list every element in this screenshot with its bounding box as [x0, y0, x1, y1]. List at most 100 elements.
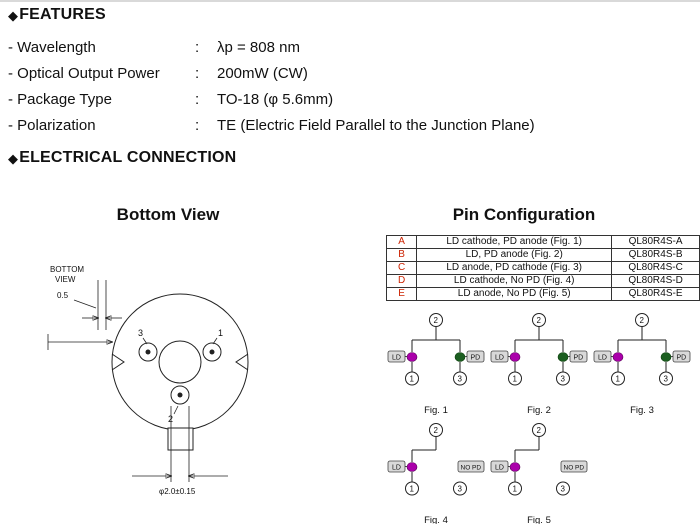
pin-configuration-table: A LD cathode, PD anode (Fig. 1) QL80R4S-… — [385, 235, 700, 301]
feature-label: - Polarization — [8, 117, 96, 134]
pin-configuration-title: Pin Configuration — [452, 205, 596, 224]
no-pd-box-label: NO PD — [461, 465, 482, 472]
figure-caption: Fig. 5 — [527, 515, 551, 524]
laser-diode-symbol — [509, 462, 521, 472]
fig-top-pin-label: 2 — [434, 316, 439, 325]
pin-option-description: LD cathode, No PD (Fig. 4) — [416, 274, 613, 288]
no-pd-box-label: NO PD — [564, 465, 585, 472]
left-extension-line — [47, 334, 112, 350]
feature-label: - Wavelength — [8, 39, 96, 56]
fig-top-pin-label: 2 — [434, 426, 439, 435]
pin-1-label: 1 — [218, 328, 223, 338]
fig-left-pin-label: 1 — [513, 375, 518, 384]
pin-option-part-number: QL80R4S-D — [611, 274, 700, 288]
fig1-circuit: 2 1 3 LD PD — [387, 313, 485, 386]
pd-box-label: PD — [471, 355, 481, 362]
feature-row-package-type: - Package Type : TO-18 (φ 5.6mm) — [8, 91, 333, 108]
fig-left-pin-label: 1 — [513, 485, 518, 494]
fig-right-pin-label: 3 — [458, 375, 463, 384]
fig-left-pin-label: 1 — [410, 375, 415, 384]
ld-box-label: LD — [495, 355, 504, 362]
features-title: FEATURES — [19, 6, 106, 23]
fig-right-pin-label: 3 — [664, 375, 669, 384]
pd-box-label: PD — [677, 355, 687, 362]
ld-box-label: LD — [392, 465, 401, 472]
fig-top-pin-label: 2 — [640, 316, 645, 325]
laser-diode-symbol — [612, 352, 624, 362]
ld-box-label: LD — [392, 355, 401, 362]
dim-0-5-label: 0.5 — [57, 291, 69, 300]
feature-colon: : — [195, 39, 200, 56]
fig3-circuit: 2 1 3 LD PD — [593, 313, 691, 386]
electrical-connection-title: ELECTRICAL CONNECTION — [19, 149, 237, 166]
pin-option-part-number: QL80R4S-A — [611, 235, 700, 249]
table-row: A LD cathode, PD anode (Fig. 1) QL80R4S-… — [385, 235, 700, 249]
figure-caption: Fig. 4 — [424, 515, 448, 524]
fig4-circuit: 2 1 3 LD NO PD — [387, 423, 485, 496]
laser-diode-symbol — [406, 462, 418, 472]
feature-label: - Package Type — [8, 91, 112, 108]
pin-option-part-number: QL80R4S-C — [611, 261, 700, 275]
package-outline — [111, 293, 249, 451]
feature-row-output-power: - Optical Output Power : 200mW (CW) — [8, 65, 308, 82]
fig5-circuit: 2 1 3 LD NO PD — [490, 423, 588, 496]
pin-option-description: LD anode, PD cathode (Fig. 3) — [416, 261, 613, 275]
diamond-icon: ◆ — [8, 7, 19, 23]
pd-box-label: PD — [574, 355, 584, 362]
bottom-view-title: Bottom View — [116, 205, 220, 224]
table-row: C LD anode, PD cathode (Fig. 3) QL80R4S-… — [385, 261, 700, 275]
feature-value: TO-18 (φ 5.6mm) — [217, 91, 334, 108]
pin-option-key: E — [385, 287, 418, 301]
fig-top-pin-label: 2 — [537, 426, 542, 435]
ld-box-label: LD — [598, 355, 607, 362]
figure-5: 2 1 3 LD NO PD Fig. 5 — [489, 420, 589, 524]
pin-2-label: 2 — [168, 414, 173, 424]
dim-0-5: 0.5 — [57, 280, 122, 330]
table-row: E LD anode, No PD (Fig. 5) QL80R4S-E — [385, 287, 700, 301]
figure-4: 2 1 3 LD NO PD Fig. 4 — [386, 420, 486, 524]
pin-option-key: A — [385, 235, 418, 249]
figure-caption: Fig. 3 — [630, 405, 654, 416]
svg-text:VIEW: VIEW — [55, 275, 76, 284]
feature-row-polarization: - Polarization : TE (Electric Field Para… — [8, 117, 535, 134]
feature-colon: : — [195, 65, 200, 82]
photodiode-symbol — [454, 352, 466, 362]
svg-text:BOTTOM: BOTTOM — [50, 265, 84, 274]
fig-top-pin-label: 2 — [537, 316, 542, 325]
pin-2: 2 — [168, 385, 190, 424]
dim-diameter-label: φ2.0±0.15 — [159, 487, 196, 496]
ld-box-label: LD — [495, 465, 504, 472]
pin-option-description: LD cathode, PD anode (Fig. 1) — [416, 235, 613, 249]
figure-3: 2 1 3 LD PD Fig. 3 — [592, 310, 692, 416]
fig-left-pin-label: 1 — [616, 375, 621, 384]
fig-left-pin-label: 1 — [410, 485, 415, 494]
bottom-view-drawing: BOTTOM VIEW 0.5 — [47, 265, 249, 496]
features-heading: ◆ FEATURES — [8, 6, 106, 24]
pin-1: 1 — [202, 328, 223, 362]
fig-right-pin-label: 3 — [561, 485, 566, 494]
fig-right-pin-label: 3 — [458, 485, 463, 494]
pin-option-key: C — [385, 261, 418, 275]
laser-diode-symbol — [509, 352, 521, 362]
bottom-view-corner-label: BOTTOM VIEW — [50, 265, 84, 284]
pin-3-label: 3 — [138, 328, 143, 338]
dim-diameter: φ2.0±0.15 — [132, 406, 228, 496]
pin-option-part-number: QL80R4S-B — [611, 248, 700, 262]
pin-option-description: LD, PD anode (Fig. 2) — [416, 248, 613, 262]
figure-caption: Fig. 2 — [527, 405, 551, 416]
figure-2: 2 1 3 LD PD Fig. 2 — [489, 310, 589, 416]
diamond-icon: ◆ — [8, 150, 19, 166]
pin-option-part-number: QL80R4S-E — [611, 287, 700, 301]
photodiode-symbol — [660, 352, 672, 362]
pin-option-key: B — [385, 248, 418, 262]
table-row: D LD cathode, No PD (Fig. 4) QL80R4S-D — [385, 274, 700, 288]
figure-caption: Fig. 1 — [424, 405, 448, 416]
feature-colon: : — [195, 117, 200, 134]
electrical-connection-heading: ◆ ELECTRICAL CONNECTION — [8, 149, 236, 167]
figure-1: 2 1 3 LD PD Fig. 1 — [386, 310, 486, 416]
feature-value: λp = 808 nm — [217, 39, 300, 56]
feature-row-wavelength: - Wavelength : λp = 808 nm — [8, 39, 300, 56]
fig-right-pin-label: 3 — [561, 375, 566, 384]
feature-value: 200mW (CW) — [217, 65, 308, 82]
